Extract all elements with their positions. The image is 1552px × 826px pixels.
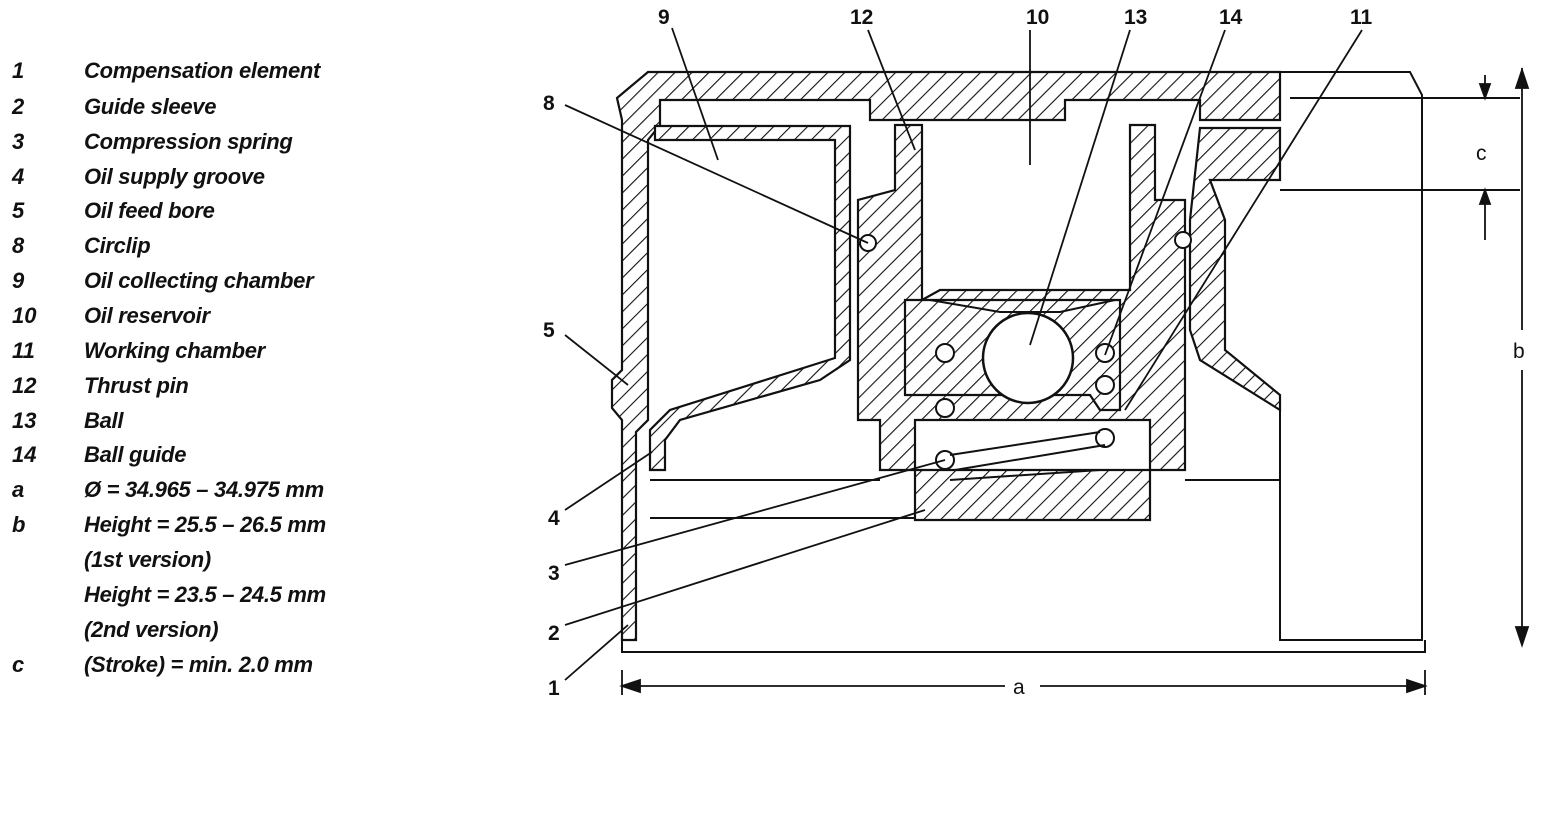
- callout-8: 8: [543, 92, 555, 115]
- legend-key: 12: [12, 373, 37, 398]
- legend-text: Ball: [84, 408, 124, 433]
- legend-text: Height = 23.5 – 24.5 mm: [84, 582, 326, 607]
- guide-sleeve-bottom: [913, 468, 1152, 522]
- callout-2: 2: [548, 622, 560, 645]
- ball-shape: [981, 311, 1075, 405]
- legend-item: 4 Oil supply groove: [0, 164, 420, 198]
- callout-4: 4: [548, 507, 560, 530]
- legend-text: Ø = 34.965 – 34.975 mm: [84, 477, 324, 502]
- legend-key: 11: [12, 338, 35, 363]
- thrust-pin-section: [856, 123, 1187, 472]
- dimension-lines: [619, 67, 1530, 695]
- dimension-c: c: [1476, 142, 1487, 165]
- callout-10: 10: [1026, 6, 1049, 29]
- legend-item: 9 Oil collecting chamber: [0, 268, 420, 302]
- legend-text: Oil supply groove: [84, 164, 265, 189]
- spring-coils: [859, 231, 1192, 481]
- leader-lines: [564, 27, 1363, 681]
- callout-3: 3: [548, 562, 560, 585]
- legend-key: 13: [12, 408, 37, 433]
- legend-item: b Height = 25.5 – 26.5 mm: [0, 512, 420, 546]
- callout-12: 12: [850, 6, 873, 29]
- callout-1: 1: [548, 677, 560, 700]
- legend-key: c: [12, 652, 25, 677]
- legend-key: 5: [12, 198, 25, 223]
- legend-item: 5 Oil feed bore: [0, 198, 420, 232]
- legend-text: Ball guide: [84, 442, 187, 467]
- legend-text: Oil collecting chamber: [84, 268, 314, 293]
- callout-5: 5: [543, 319, 555, 342]
- legend-item: 1 Compensation element: [0, 58, 420, 92]
- legend-item: a Ø = 34.965 – 34.975 mm: [0, 477, 420, 511]
- legend-item: 3 Compression spring: [0, 129, 420, 163]
- guide-sleeve-section: [648, 124, 852, 472]
- legend-text: Oil reservoir: [84, 303, 210, 328]
- legend-key: a: [12, 477, 25, 502]
- legend-key: 8: [12, 233, 25, 258]
- legend-item: c (Stroke) = min. 2.0 mm: [0, 652, 420, 686]
- callout-9: 9: [658, 6, 670, 29]
- legend-text: Circlip: [84, 233, 151, 258]
- legend-item: 2 Guide sleeve: [0, 94, 420, 128]
- legend-text: Height = 25.5 – 26.5 mm: [84, 512, 326, 537]
- legend-text: (Stroke) = min. 2.0 mm: [84, 652, 313, 677]
- legend-key: 2: [12, 94, 25, 119]
- legend-text: Compensation element: [84, 58, 321, 83]
- legend-key: 9: [12, 268, 25, 293]
- legend-text: Thrust pin: [84, 373, 189, 398]
- dimension-a: a: [1013, 676, 1025, 699]
- legend-text: (1st version): [84, 547, 211, 572]
- legend-key: 14: [12, 442, 37, 467]
- legend-key: 3: [12, 129, 25, 154]
- dimension-b: b: [1513, 340, 1525, 363]
- legend-item: 12 Thrust pin: [0, 373, 420, 407]
- legend-item: 10 Oil reservoir: [0, 303, 420, 337]
- legend-item: 8 Circlip: [0, 233, 420, 267]
- legend-key: 10: [12, 303, 37, 328]
- legend-key: b: [12, 512, 26, 537]
- legend-text: Guide sleeve: [84, 94, 217, 119]
- outer-body-right: [1188, 126, 1282, 412]
- legend-item: 14 Ball guide: [0, 442, 420, 476]
- legend-text: Oil feed bore: [84, 198, 215, 223]
- legend-text: Compression spring: [84, 129, 293, 154]
- legend-item: 13 Ball: [0, 408, 420, 442]
- legend-item: (2nd version): [0, 617, 420, 651]
- callouts: 9 12 10 13 14 11 8 5 4 3 2 1 a b c: [543, 6, 1525, 700]
- legend-text: Working chamber: [84, 338, 265, 363]
- callout-13: 13: [1124, 6, 1147, 29]
- legend-key: 4: [12, 164, 25, 189]
- legend-item: Height = 23.5 – 24.5 mm: [0, 582, 420, 616]
- callout-11: 11: [1350, 6, 1373, 29]
- legend-item: (1st version): [0, 547, 420, 581]
- legend-key: 1: [12, 58, 25, 83]
- callout-14: 14: [1219, 6, 1243, 29]
- legend-text: (2nd version): [84, 617, 219, 642]
- legend-item: 11 Working chamber: [0, 338, 420, 372]
